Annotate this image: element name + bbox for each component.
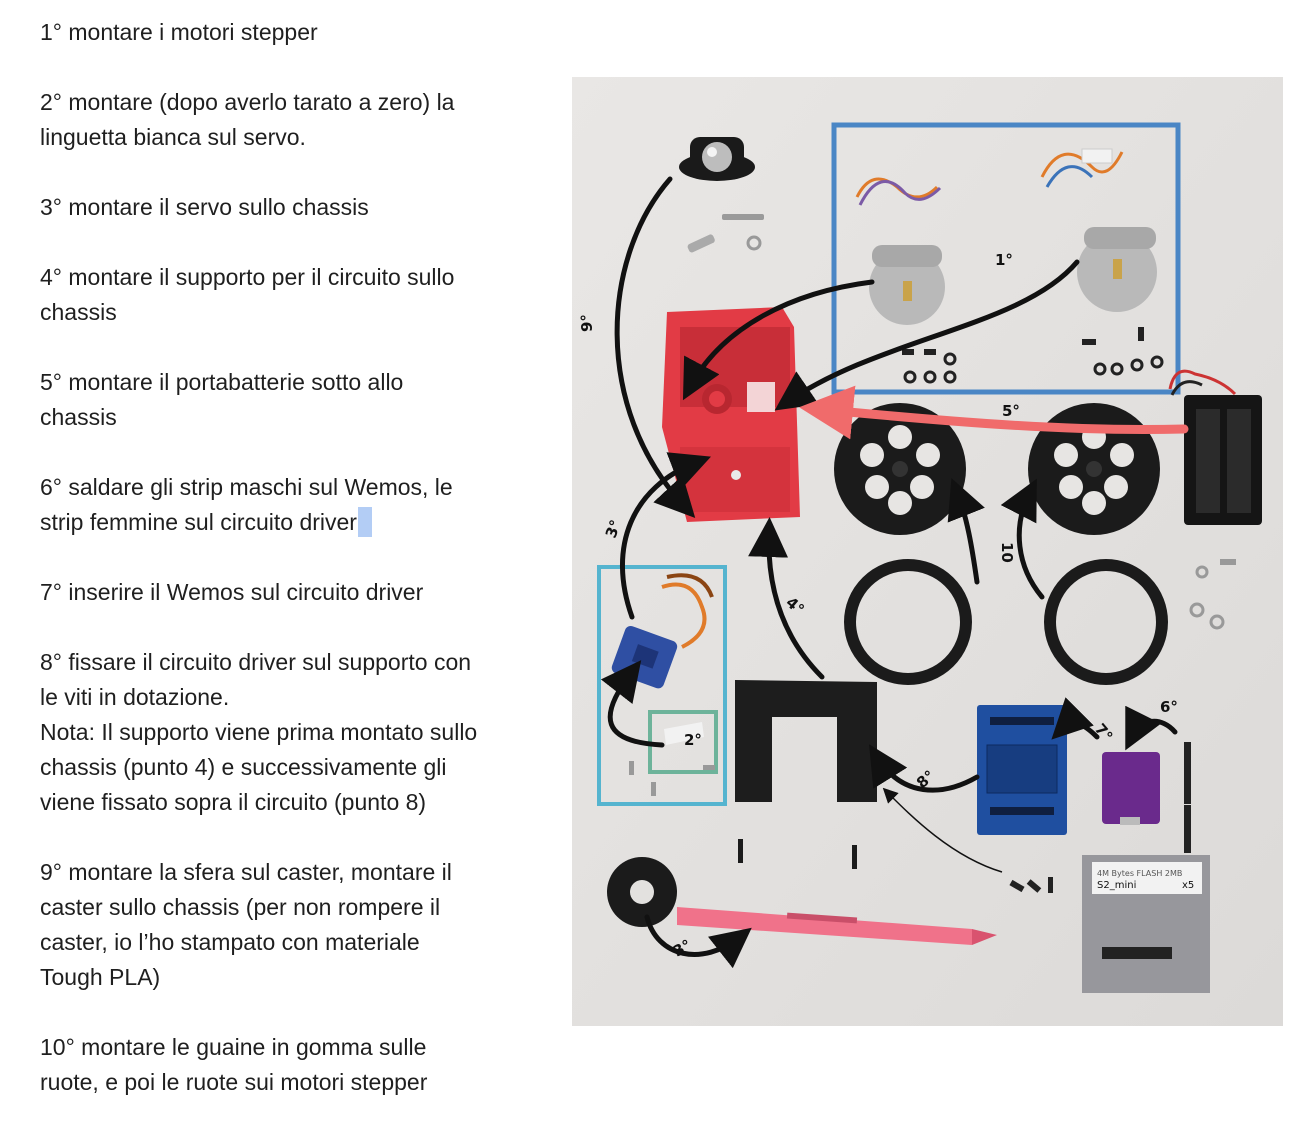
label-step-10: 10 [998,542,1016,563]
step-text: strip femmine sul circuito driver [40,505,560,540]
instruction-list: 1° montare i motori stepper 2° montare (… [40,15,560,1135]
chip-header-text: 4M Bytes FLASH 2MB [1097,869,1182,878]
wheel-left [834,403,966,535]
arrow-5-battery [799,385,1189,440]
arrow-9 [614,176,696,518]
chip-bag: 4M Bytes FLASH 2MB S2_mini x5 [1082,855,1210,993]
arrow-2 [600,660,665,748]
label-step-9: 9° [578,314,596,332]
wemos-board [1102,752,1160,825]
driver-pcb [977,705,1067,835]
step-text: viene fissato sopra il circuito (punto 8… [40,789,427,815]
label-step-6: 6° [1160,698,1178,716]
motor-screws [902,327,1164,384]
step-text: 3° montare il servo sullo chassis [40,194,369,220]
assembly-illustration: 4M Bytes FLASH 2MB S2_mini x5 [572,77,1283,1026]
marker-pen [677,907,997,945]
chip-label-text: S2_mini [1097,880,1136,891]
label-step-1: 1° [995,251,1013,269]
arrow-screws-thin [882,787,1003,873]
step-5: 5° montare il portabatterie sotto allo c… [40,365,560,435]
caster-ring [607,857,677,927]
step-text: Tough PLA) [40,964,161,990]
tyre-right [1044,559,1168,685]
step-text: le viti in dotazione. [40,684,230,710]
motor-box [831,122,1181,395]
screws [687,214,764,253]
label-step-3-servo: 3° [602,517,625,540]
arrow-3-servo [619,452,711,620]
step-text: chassis [40,404,117,430]
stepper-motor-left [855,177,945,325]
battery-holder [1168,369,1262,525]
tyre-left [844,559,972,685]
arrow-3-caster [644,914,752,969]
bottom-screws [738,839,1053,893]
ball-caster [679,137,755,181]
step-text-part: strip femmine sul circuito driver [40,509,357,535]
step-text: 10° montare le guaine in gomma sulle [40,1034,427,1060]
assembly-photo: 4M Bytes FLASH 2MB S2_mini x5 [572,77,1283,1026]
circuit-support [735,680,877,802]
header-pins [1184,742,1191,853]
step-text: 2° montare (dopo averlo tarato a zero) l… [40,89,455,115]
step-text: 8° fissare il circuito driver sul suppor… [40,649,472,675]
step-3: 3° montare il servo sullo chassis [40,190,560,225]
wheel-right [1028,403,1160,535]
step-text: 1° montare i motori stepper [40,19,318,45]
arrow-7 [1051,697,1100,740]
step-text: chassis [40,299,117,325]
text-cursor-selection [357,507,372,537]
chip-qty-text: x5 [1182,880,1194,891]
step-text: chassis (punto 4) e successivamente gli [40,754,447,780]
arrow-10-left [947,478,985,585]
step-10: 10° montare le guaine in gomma sulle ruo… [40,1030,560,1100]
step-2: 2° montare (dopo averlo tarato a zero) l… [40,85,560,155]
step-text: linguetta bianca sul servo. [40,124,306,150]
label-step-2: 2° [684,731,702,749]
step-text: caster sullo chassis (per non rompere il [40,894,441,920]
step-text: ruote, e poi le ruote sui motori stepper [40,1069,428,1095]
step-text: caster, io l’ho stampato con materiale [40,929,420,955]
step-8: 8° fissare il circuito driver sul suppor… [40,645,560,820]
step-9: 9° montare la sfera sul caster, montare … [40,855,560,995]
arrow-6 [1125,705,1178,751]
step-1: 1° montare i motori stepper [40,15,560,50]
step-7: 7° inserire il Wemos sul circuito driver [40,575,560,610]
step-text: Nota: Il supporto viene prima montato su… [40,719,478,745]
step-4: 4° montare il supporto per il circuito s… [40,260,560,330]
stepper-motor-right [1040,148,1157,312]
assembly-arrows [600,176,1178,969]
servo-screws [629,761,715,796]
step-6: 6° saldare gli strip maschi sul Wemos, l… [40,470,560,540]
arrow-8 [869,744,980,793]
step-text: 4° montare il supporto per il circuito s… [40,264,455,290]
arrow-10-right [1000,478,1045,600]
label-step-5: 5° [1002,402,1020,420]
arrow-1-left [682,279,875,401]
small-screws [1189,559,1236,630]
arrow-1-right [774,259,1080,411]
step-text: 7° inserire il Wemos sul circuito driver [40,579,424,605]
servo-box [597,565,727,806]
arrow-4 [748,517,825,680]
step-text: 6° saldare gli strip maschi sul Wemos, l… [40,474,453,500]
step-text: 9° montare la sfera sul caster, montare … [40,859,452,885]
servo-horn [664,722,704,745]
step-text: 5° montare il portabatterie sotto allo [40,369,404,395]
